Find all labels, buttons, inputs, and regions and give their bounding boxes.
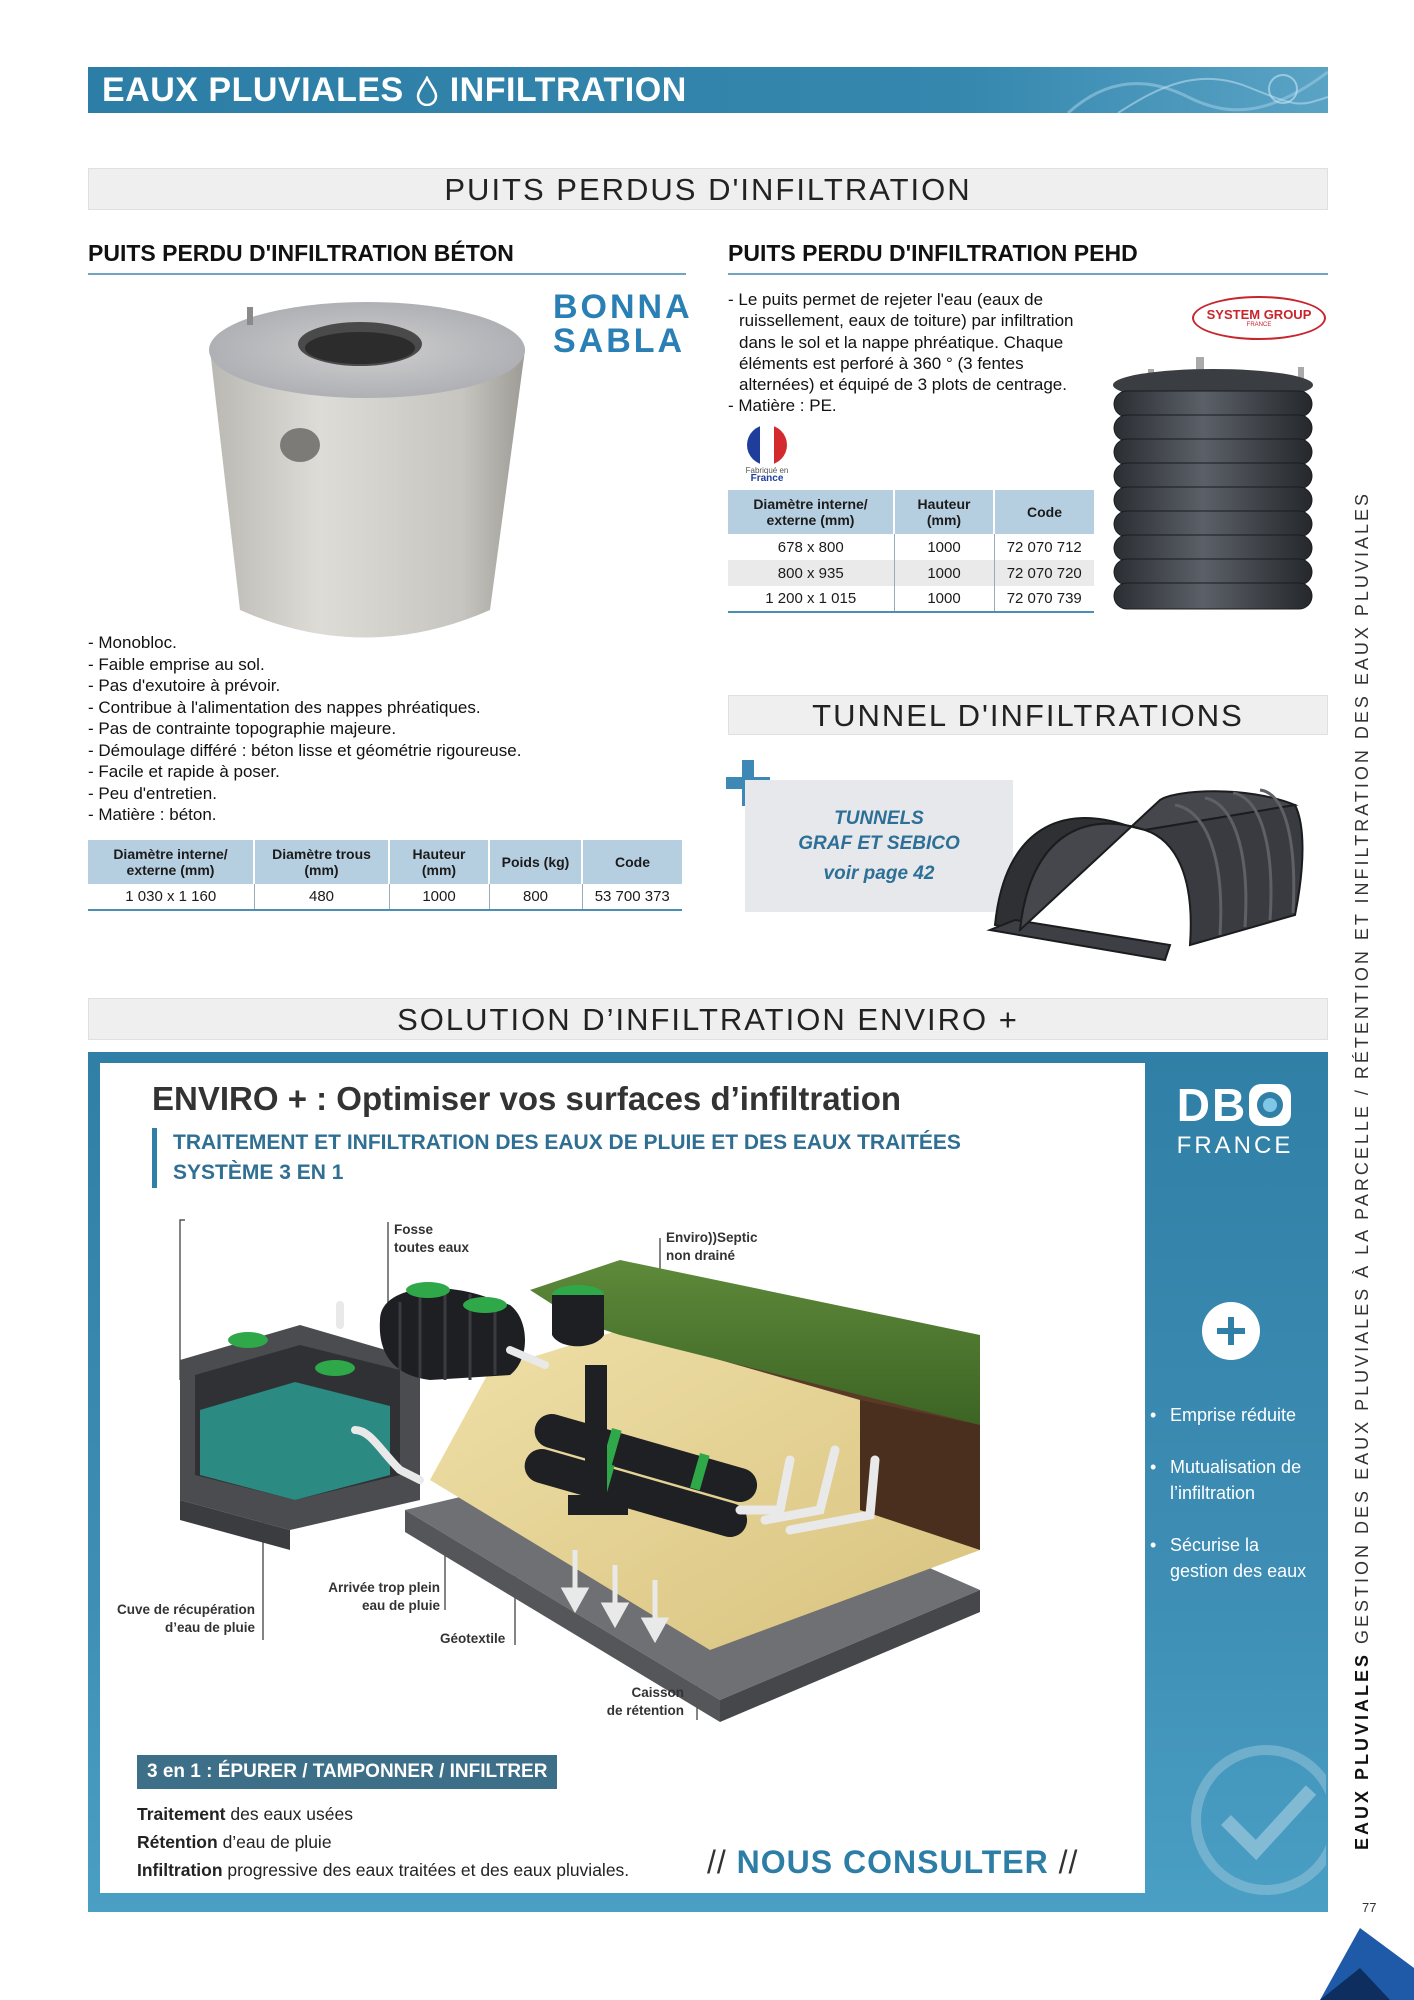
wave-decoration <box>1066 70 1328 113</box>
label-arrivee: Arrivée trop plein eau de pluie <box>328 1580 440 1613</box>
section-heading-puits: PUITS PERDUS D'INFILTRATION <box>88 168 1328 210</box>
label-fosse: Fosse toutes eaux <box>394 1222 470 1255</box>
header-band: EAUX PLUVIALES INFILTRATION <box>88 67 1328 113</box>
enviro-subtitle: TRAITEMENT ET INFILTRATION DES EAUX DE P… <box>152 1128 961 1188</box>
list-item: - Pas d'exutoire à prévoir. <box>88 676 281 695</box>
list-item: - Matière : béton. <box>88 805 217 824</box>
list-item: - Monobloc. <box>88 633 177 652</box>
corner-decoration <box>1320 1928 1414 2000</box>
list-item: Rétention d’eau de pluie <box>137 1832 332 1852</box>
dbo-france-logo: D B O FRANCE <box>1176 1079 1294 1159</box>
section-heading-tunnel: TUNNEL D'INFILTRATIONS <box>728 695 1328 735</box>
list-item: - Démoulage différé : béton lisse et géo… <box>88 740 522 760</box>
label-caisson: Caisson de rétention <box>606 1685 684 1718</box>
french-flag-icon <box>747 425 787 465</box>
plus-circle-icon <box>1202 1302 1260 1360</box>
table-row: 1 030 x 1 160 480 1000 800 53 700 373 <box>88 884 682 910</box>
table-row: 678 x 800 1000 72 070 712 <box>728 534 1094 560</box>
page-number: 77 <box>1362 1900 1377 1915</box>
pehd-well-image <box>1113 357 1313 610</box>
list-item: - Facile et rapide à poser. <box>88 762 280 781</box>
table-header-row: Diamètre interne/ externe (mm) Hauteur (… <box>728 490 1094 534</box>
list-item: • Sécurise la gestion des eaux <box>1150 1535 1307 1581</box>
tunnel-reference-box: TUNNELS GRAF ET SEBICO voir page 42 <box>745 780 1013 912</box>
page-title: EAUX PLUVIALES INFILTRATION <box>102 71 687 109</box>
label-geotextile: Géotextile <box>440 1631 506 1646</box>
pehd-description: - Le puits permet de rejeter l'eau (eaux… <box>728 290 1074 416</box>
section-heading-enviro: SOLUTION D’INFILTRATION ENVIRO + <box>88 998 1328 1040</box>
table-header-row: Diamètre interne/ externe (mm) Diamètre … <box>88 840 682 884</box>
system-group-logo: SYSTEM GROUP FRANCE <box>1192 296 1326 340</box>
list-item: Infiltration progressive des eaux traité… <box>137 1860 630 1880</box>
list-item: - Contribue à l'alimentation des nappes … <box>88 697 481 717</box>
vertical-sidebar-text: EAUX PLUVIALES GESTION DES EAUX PLUVIALE… <box>1352 491 1372 1850</box>
list-item: - Peu d'entretien. <box>88 783 217 803</box>
page-reference-link[interactable]: voir page 42 <box>823 863 935 884</box>
enviro-benefits: • Emprise réduite • Mutualisation de l’i… <box>1150 1402 1306 1584</box>
dbo-o-icon: O <box>1247 1082 1293 1128</box>
pehd-spec-table: Diamètre interne/ externe (mm) Hauteur (… <box>728 490 1094 613</box>
tunnel-image <box>986 788 1304 962</box>
beton-features: - Monobloc. - Faible emprise au sol. - P… <box>88 632 521 826</box>
table-row: 1 200 x 1 015 1000 72 070 739 <box>728 586 1094 612</box>
list-item: - Pas de contrainte topographie majeure. <box>88 719 397 738</box>
enviro-title: ENVIRO + : Optimiser vos surfaces d’infi… <box>152 1080 902 1117</box>
list-item: - Faible emprise au sol. <box>88 654 265 674</box>
contact-us-callout[interactable]: // NOUS CONSULTER // <box>707 1844 1079 1880</box>
checkmark-watermark-icon <box>1191 1745 1326 1895</box>
pehd-title: PUITS PERDU D'INFILTRATION PEHD <box>728 240 1328 275</box>
concrete-well-image <box>209 302 525 638</box>
bonna-sabla-logo: BONNA SABLA <box>553 288 693 360</box>
list-item: Traitement des eaux usées <box>137 1804 353 1824</box>
enviro-traits: Traitement des eaux usées Rétention d’ea… <box>137 1800 629 1884</box>
water-drop-icon <box>416 75 437 106</box>
label-septic: Enviro))Septic non drainé <box>666 1230 758 1263</box>
beton-spec-table: Diamètre interne/ externe (mm) Diamètre … <box>88 840 682 911</box>
enviro-system-diagram <box>179 1219 980 1722</box>
list-item: • Mutualisation de l’infiltration <box>1150 1457 1302 1503</box>
beton-title: PUITS PERDU D'INFILTRATION BÉTON <box>88 240 686 275</box>
table-row: 800 x 935 1000 72 070 720 <box>728 560 1094 586</box>
three-in-one-banner: 3 en 1 : ÉPURER / TAMPONNER / INFILTRER <box>137 1755 558 1789</box>
made-in-france-badge: Fabriqué en France <box>744 425 790 484</box>
list-item: • Emprise réduite <box>1150 1405 1297 1425</box>
label-cuve: Cuve de récupération d’eau de pluie <box>116 1602 255 1635</box>
